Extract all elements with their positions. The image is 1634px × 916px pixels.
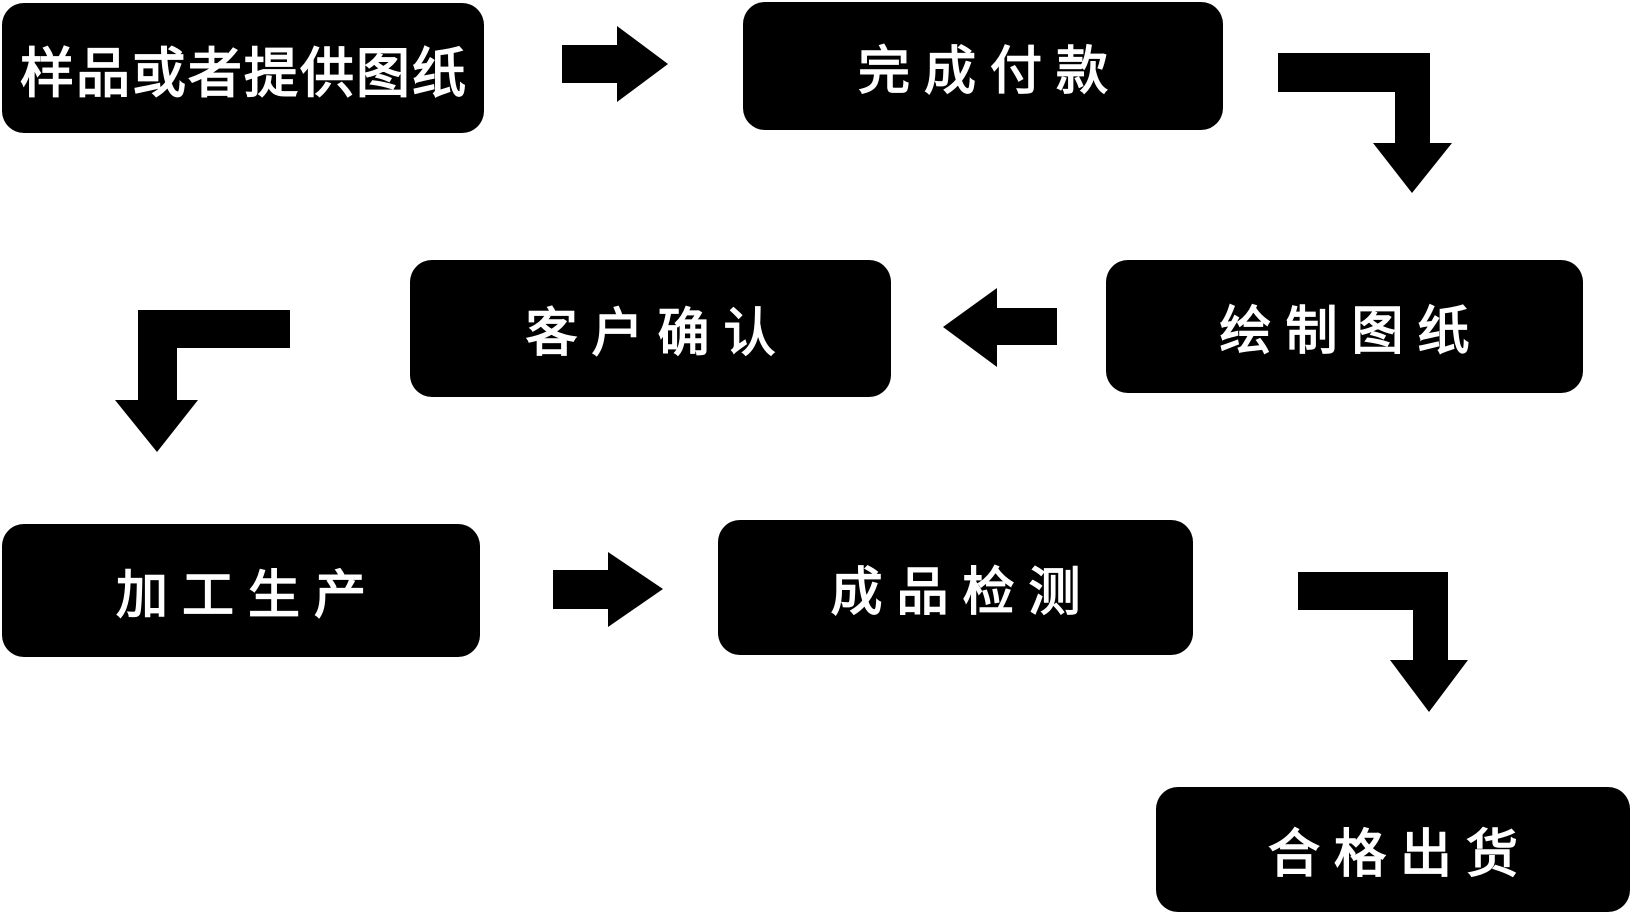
step-box-complete-payment: 完成付款 [743, 2, 1223, 130]
step-box-customer-confirm: 客户确认 [410, 260, 891, 397]
arrow-elbow-down-right-icon [1298, 572, 1468, 712]
step-label-product-inspection: 成品检测 [830, 564, 1095, 622]
step-box-qualified-shipment: 合格出货 [1156, 787, 1630, 912]
arrow-elbow-down-right-icon [1278, 53, 1452, 193]
arrow-right-icon [562, 26, 668, 102]
step-box-processing-production: 加工生产 [2, 524, 480, 657]
step-label-sample-or-drawing: 样品或者提供图纸 [20, 43, 468, 104]
step-label-customer-confirm: 客户确认 [525, 305, 790, 363]
step-box-product-inspection: 成品检测 [718, 520, 1193, 655]
step-label-processing-production: 加工生产 [115, 567, 380, 625]
arrow-right-icon [553, 552, 663, 627]
step-label-qualified-shipment: 合格出货 [1267, 826, 1532, 884]
step-label-draw-drawings: 绘制图纸 [1219, 303, 1484, 361]
arrow-left-icon [943, 288, 1057, 367]
step-label-complete-payment: 完成付款 [857, 42, 1122, 101]
step-box-draw-drawings: 绘制图纸 [1106, 260, 1583, 393]
arrow-elbow-down-left-icon [115, 310, 290, 452]
step-box-sample-or-drawing: 样品或者提供图纸 [2, 3, 484, 133]
